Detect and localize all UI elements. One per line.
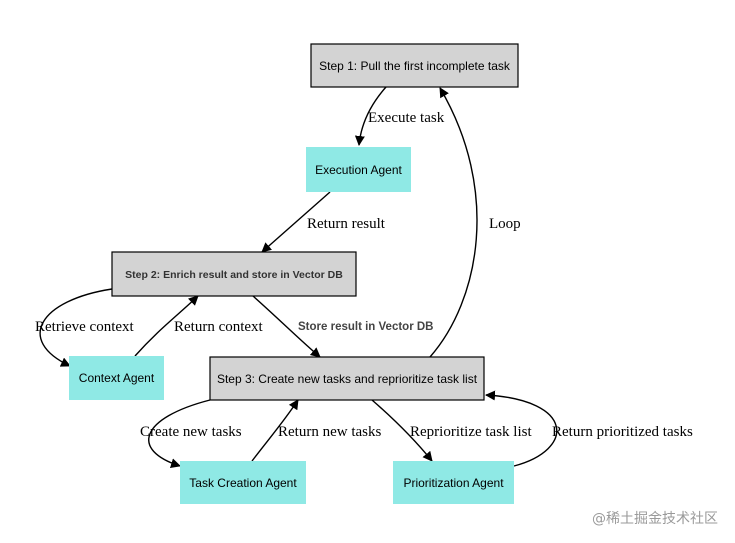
node-step3: Step 3: Create new tasks and reprioritiz… xyxy=(209,356,485,401)
node-context-agent: Context Agent xyxy=(69,356,164,400)
edge-label-store-result: Store result in Vector DB xyxy=(298,321,433,333)
node-step2: Step 2: Enrich result and store in Vecto… xyxy=(111,251,357,297)
edge-loop xyxy=(429,87,478,358)
edge-return-result xyxy=(261,191,331,253)
edge-label-return-context: Return context xyxy=(174,319,264,335)
edge-label-return-result: Return result xyxy=(307,216,386,232)
node-task-creation-agent: Task Creation Agent xyxy=(180,461,306,504)
node-execution-agent: Execution Agent xyxy=(306,147,411,192)
edge-reprioritize xyxy=(371,399,433,462)
edge-return-new-tasks xyxy=(251,399,299,462)
node-task-creation-agent-label: Task Creation Agent xyxy=(189,476,297,490)
edge-create-new-tasks xyxy=(148,399,211,469)
node-step1-label: Step 1: Pull the first incomplete task xyxy=(319,59,511,73)
node-prioritization-agent: Prioritization Agent xyxy=(393,461,514,504)
watermark: @稀土掘金技术社区 xyxy=(592,511,718,527)
edge-label-create-new-tasks: Create new tasks xyxy=(140,424,242,440)
edge-label-retrieve-context: Retrieve context xyxy=(35,319,135,335)
edge-label-execute-task: Execute task xyxy=(368,110,445,126)
edge-label-return-new-tasks: Return new tasks xyxy=(278,424,381,440)
node-step3-label: Step 3: Create new tasks and reprioritiz… xyxy=(217,372,478,386)
edge-return-prioritized xyxy=(485,390,558,467)
edge-label-reprioritize: Reprioritize task list xyxy=(410,424,532,440)
edge-retrieve-context xyxy=(39,288,113,367)
edge-store-result xyxy=(252,295,321,358)
node-step2-label: Step 2: Enrich result and store in Vecto… xyxy=(125,269,343,281)
node-context-agent-label: Context Agent xyxy=(79,371,155,385)
node-step1: Step 1: Pull the first incomplete task xyxy=(310,43,519,88)
node-execution-agent-label: Execution Agent xyxy=(315,163,402,177)
edge-return-context xyxy=(134,295,199,357)
edge-label-return-prioritized: Return prioritized tasks xyxy=(552,424,693,440)
edge-execute-task xyxy=(354,86,387,146)
node-prioritization-agent-label: Prioritization Agent xyxy=(403,476,504,490)
edge-label-loop: Loop xyxy=(489,216,521,232)
